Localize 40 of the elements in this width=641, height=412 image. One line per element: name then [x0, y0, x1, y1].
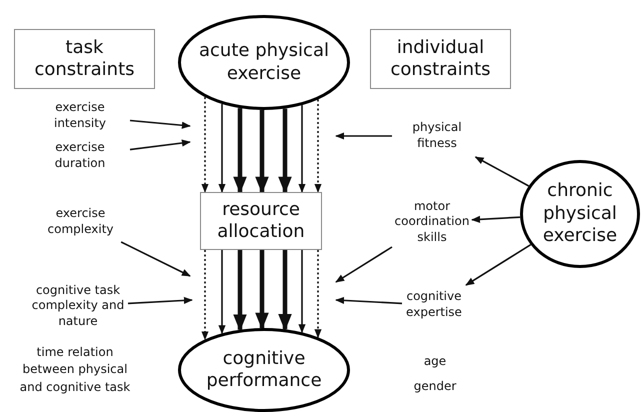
arrow: [335, 246, 392, 283]
factor-label: cognitive task complexity and nature: [28, 278, 128, 334]
factor-label: gender: [412, 378, 458, 395]
oval-node: cognitive performance: [178, 328, 350, 412]
factor-label: cognitive expertise: [402, 285, 466, 325]
arrow: [233, 108, 247, 194]
oval-node: chronic physical exercise: [520, 160, 640, 268]
factor-label: age: [422, 353, 448, 370]
arrow: [201, 250, 209, 340]
arrow: [128, 296, 193, 304]
factor-label: physical fitness: [392, 115, 482, 157]
arrow: [298, 105, 306, 193]
factor-label: exercise duration: [30, 138, 130, 174]
arrow: [298, 250, 306, 334]
arrow: [130, 120, 191, 129]
factor-box: individual constraints: [370, 29, 511, 89]
factor-label: exercise complexity: [28, 202, 133, 242]
factor-label: motor coordination skills: [392, 193, 472, 251]
arrow: [255, 110, 269, 194]
arrow: [218, 104, 226, 193]
arrow: [465, 244, 532, 286]
arrow: [255, 250, 269, 330]
arrow: [201, 97, 209, 193]
arrow: [233, 250, 247, 332]
arrow: [471, 216, 520, 223]
factor-label: exercise intensity: [30, 98, 130, 134]
factor-box: resource allocation: [200, 192, 322, 250]
oval-node: acute physical exercise: [178, 15, 350, 110]
arrow: [474, 156, 530, 187]
arrow: [278, 108, 292, 194]
arrow: [120, 241, 191, 277]
arrow: [335, 132, 392, 140]
factor-box: task constraints: [14, 29, 155, 89]
factor-label: time relation between physical and cognitive task: [18, 344, 132, 396]
arrow: [278, 250, 292, 331]
arrow: [314, 250, 322, 338]
arrow: [130, 139, 191, 150]
arrow: [218, 250, 226, 334]
arrow: [314, 100, 322, 193]
arrow: [335, 296, 402, 304]
